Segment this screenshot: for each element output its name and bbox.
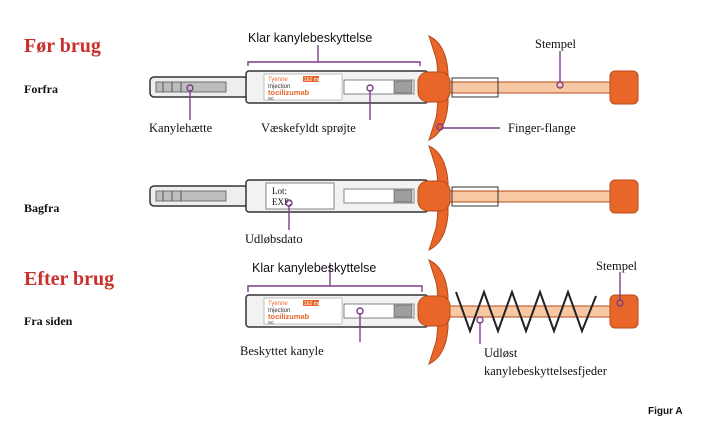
product-form-after: Injection [268,308,290,314]
callout-expiry: Udløbsdato [245,232,303,246]
syringe-front: Tyenne 162 mg Injection tocilizumab SC [149,35,639,141]
lot-text: Lot: [272,186,287,196]
callout-flange: Finger-flange [508,121,576,135]
view-label-back: Bagfra [24,201,59,215]
callout-protected-needle: Beskyttet kanyle [240,344,324,358]
callout-plunger-bottom: Stempel [596,259,637,273]
product-form: Injection [268,84,290,90]
product-brand: Tyenne [268,77,288,83]
callout-guard-bottom: Klar kanylebeskyttelse [252,261,376,275]
needle-cap-grip [155,81,227,93]
product-route: SC [268,96,275,101]
product-route-after: SC [268,320,275,325]
guard-bracket-top [247,61,421,66]
callout-springs-line2: kanylebeskyttelsesfjeder [484,364,608,378]
product-dose-after: 162 mg [304,301,321,307]
stopper [393,80,413,94]
callout-springs-line1: Udløst [484,346,518,360]
syringe-back: Lot: EXP: [149,145,639,251]
callout-pointers [186,45,624,344]
dose-badge [303,76,319,82]
product-dose: 162 mg [304,77,321,83]
callout-plunger-top: Stempel [535,37,576,51]
syringe-after: Tyenne 162 mg Injection tocilizumab SC [245,259,639,365]
product-brand-after: Tyenne [268,301,288,307]
plunger-head [609,70,639,105]
callout-syringe: Væskefyldt sprøjte [261,121,356,135]
exp-text: EXP: [272,197,292,207]
product-drug: tocilizumab [268,88,310,97]
released-spring [455,289,597,334]
section-heading-after: Efter brug [24,268,114,290]
callout-cap: Kanylehætte [149,121,213,135]
product-drug-after: tocilizumab [268,312,310,321]
guard-bracket-bottom [247,285,423,292]
plunger-rod [449,81,611,94]
lot-label [265,182,335,210]
section-heading-before: Før brug [24,35,101,57]
view-label-front: Forfra [24,82,58,96]
view-label-side: Fra siden [24,314,73,328]
figure-label: Figur A [648,406,683,417]
callout-guard-top: Klar kanylebeskyttelse [248,31,372,45]
